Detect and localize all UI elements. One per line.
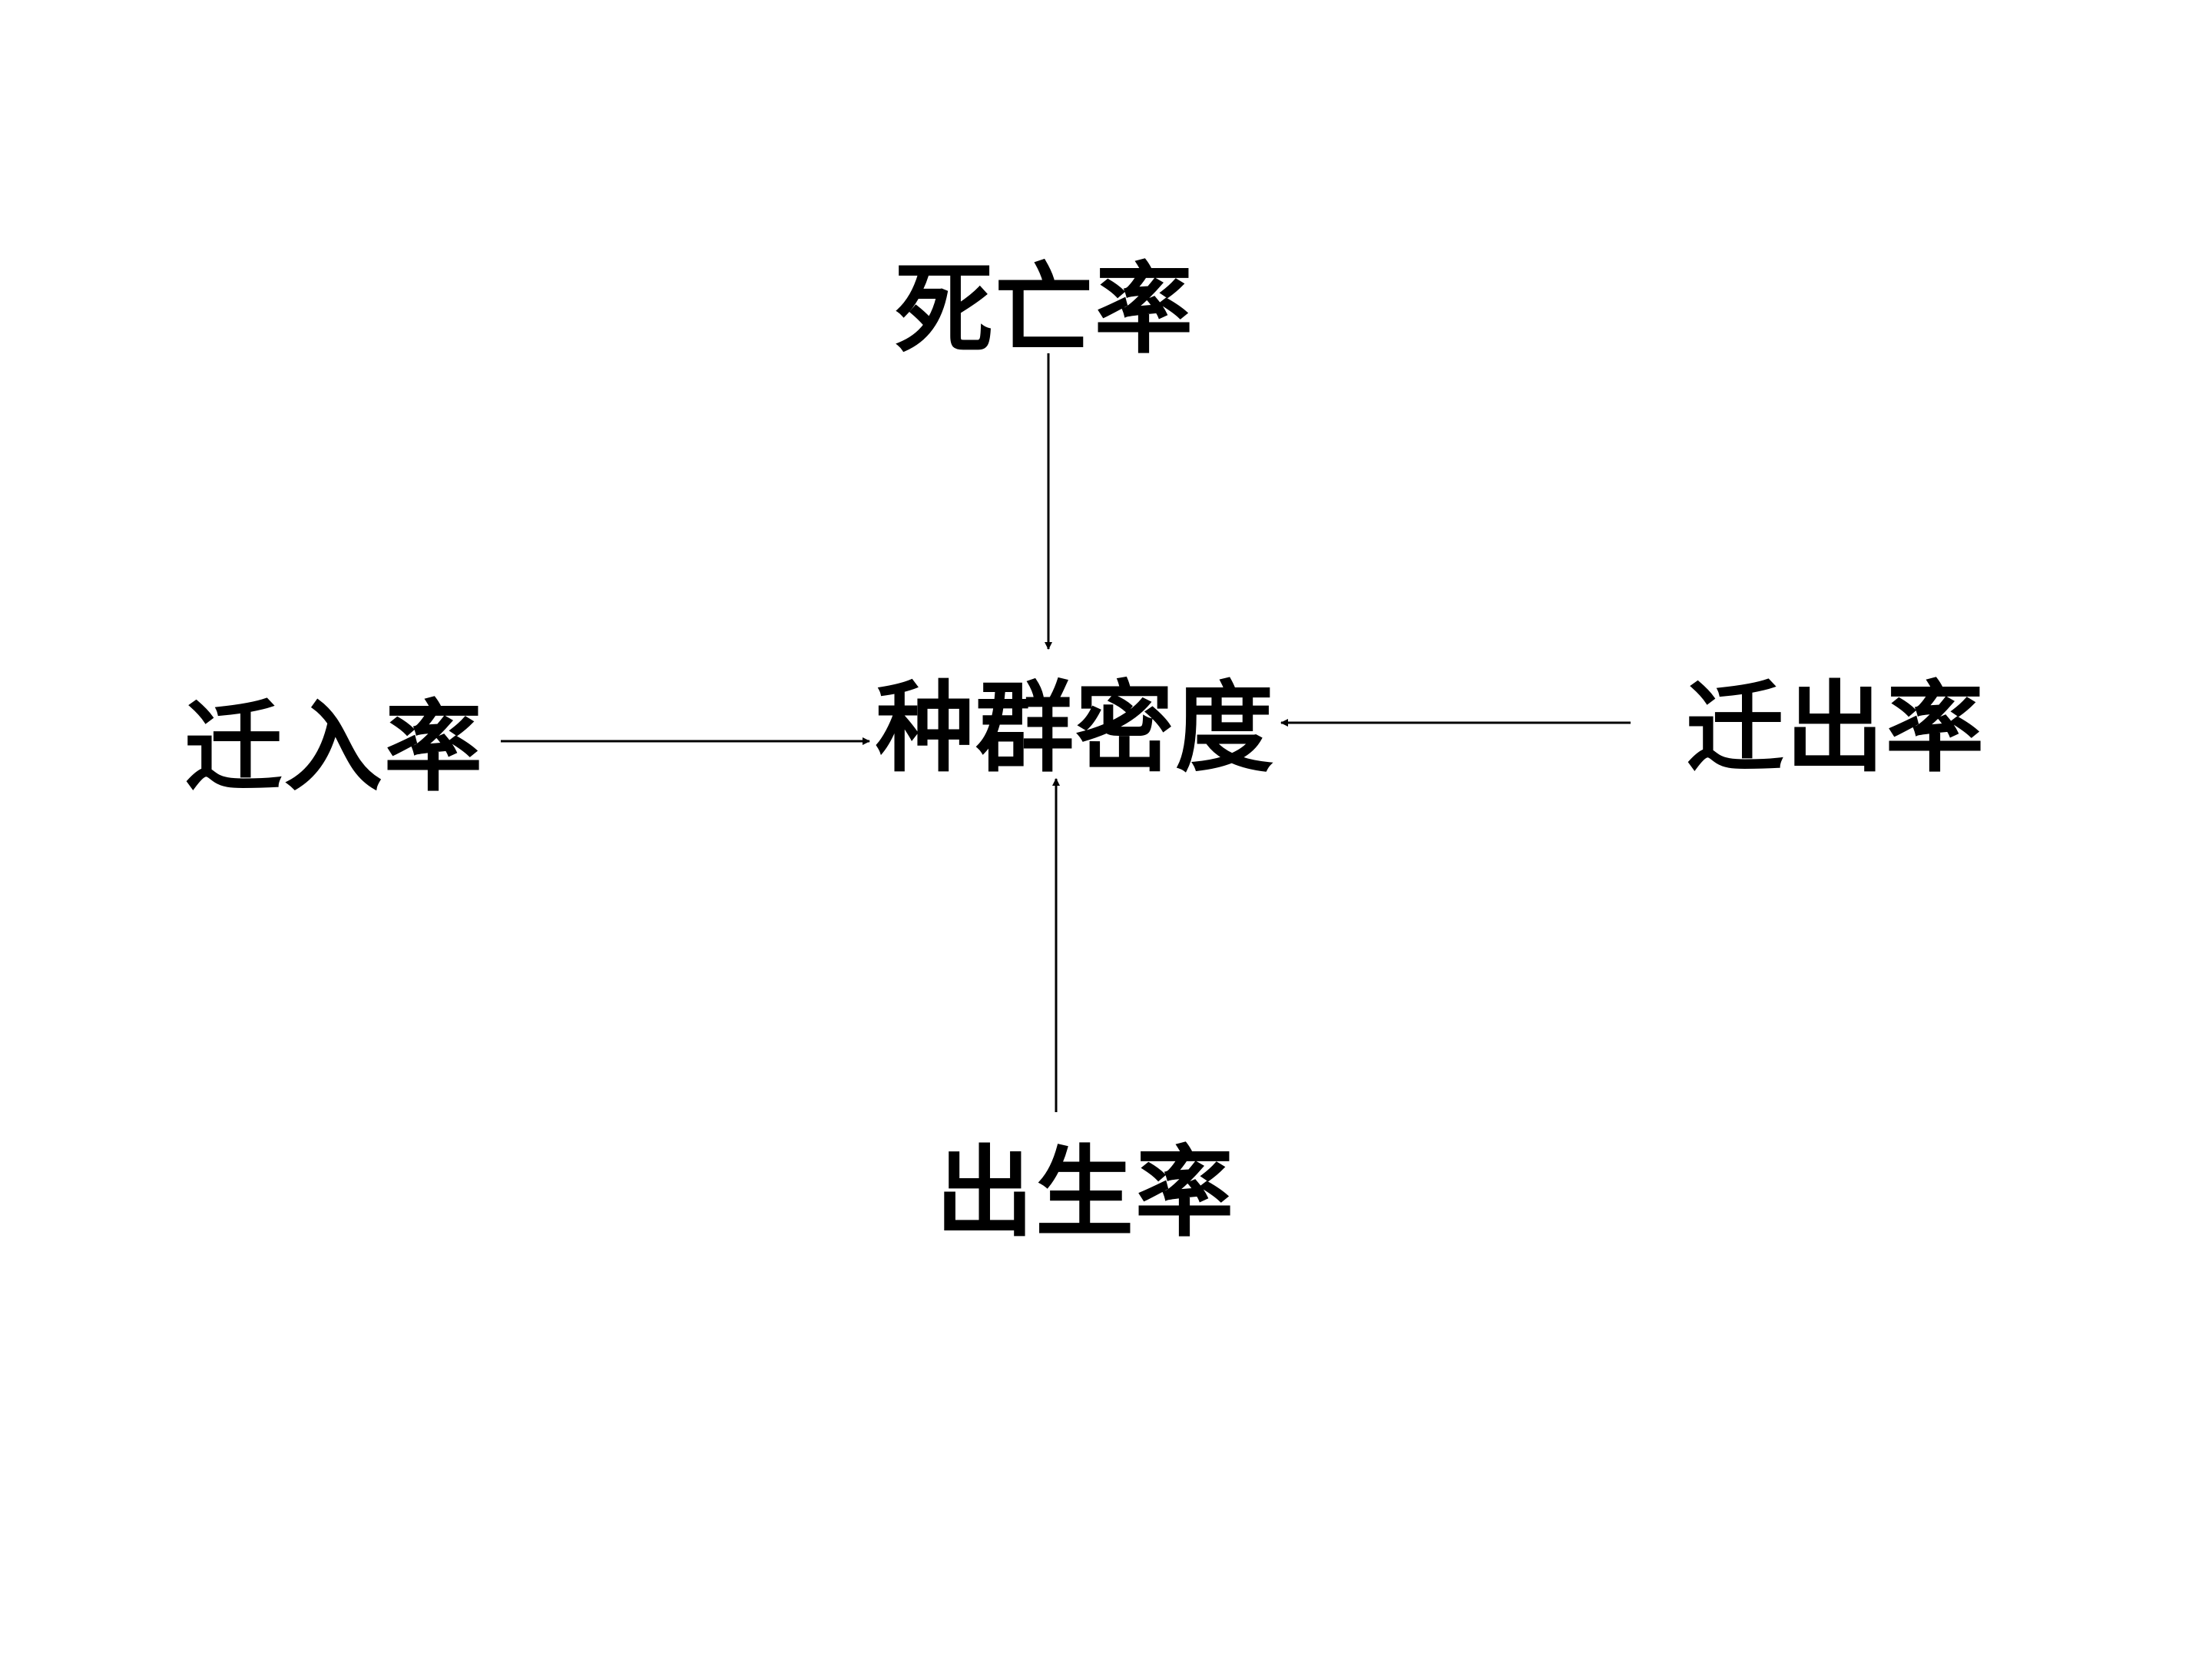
- node-emigration-rate: 迁出率: [1686, 671, 1986, 786]
- node-birth-rate: 出生率: [935, 1136, 1236, 1250]
- node-population-density: 种群密度: [876, 671, 1276, 786]
- node-death-rate: 死亡率: [895, 253, 1195, 367]
- node-immigration-rate: 迁入率: [184, 690, 485, 805]
